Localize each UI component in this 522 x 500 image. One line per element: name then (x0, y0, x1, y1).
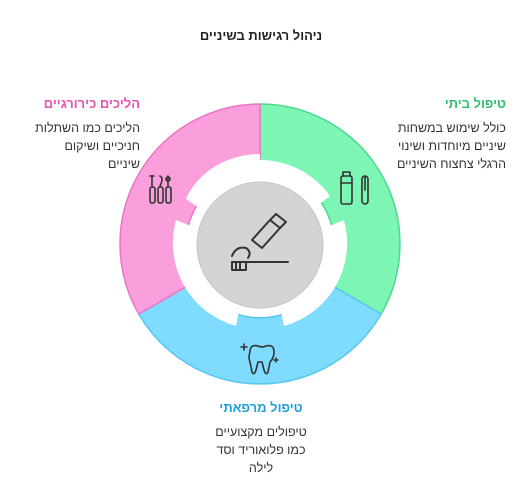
sparkling-tooth-icon (240, 343, 279, 375)
medical-label: טיפול מרפאתי טיפולים מקצועיים כמו פלואור… (186, 400, 336, 477)
gap-left-band (172, 220, 240, 326)
home-care-description: כולל שימוש במשחות שיניים מיוחדות ושינוי … (396, 121, 506, 171)
gap-right-band (280, 220, 348, 326)
home-care-label: טיפול ביתי כולל שימוש במשחות שיניים מיוח… (356, 96, 506, 173)
toothpaste-toothbrush-icon (340, 171, 369, 205)
surgical-title: הליכים כירורגיים (43, 96, 140, 111)
dental-tools-icon (149, 175, 172, 204)
medical-description: טיפולים מקצועיים כמו פלואוריד וסד לילה (215, 425, 307, 475)
home-care-title: טיפול ביתי (444, 96, 506, 111)
medical-title: טיפול מרפאתי (219, 400, 303, 415)
surgical-description: הליכים כמו השתלות חניכיים ושיקום שיניים (35, 121, 140, 171)
surgical-label: הליכים כירורגיים הליכים כמו השתלות חניכי… (10, 96, 140, 173)
center-circle (196, 181, 324, 309)
toothpaste-on-brush-icon (231, 213, 289, 271)
diagram-title: ניהול רגישות בשיניים (199, 28, 323, 43)
gap-top-band (190, 159, 330, 208)
